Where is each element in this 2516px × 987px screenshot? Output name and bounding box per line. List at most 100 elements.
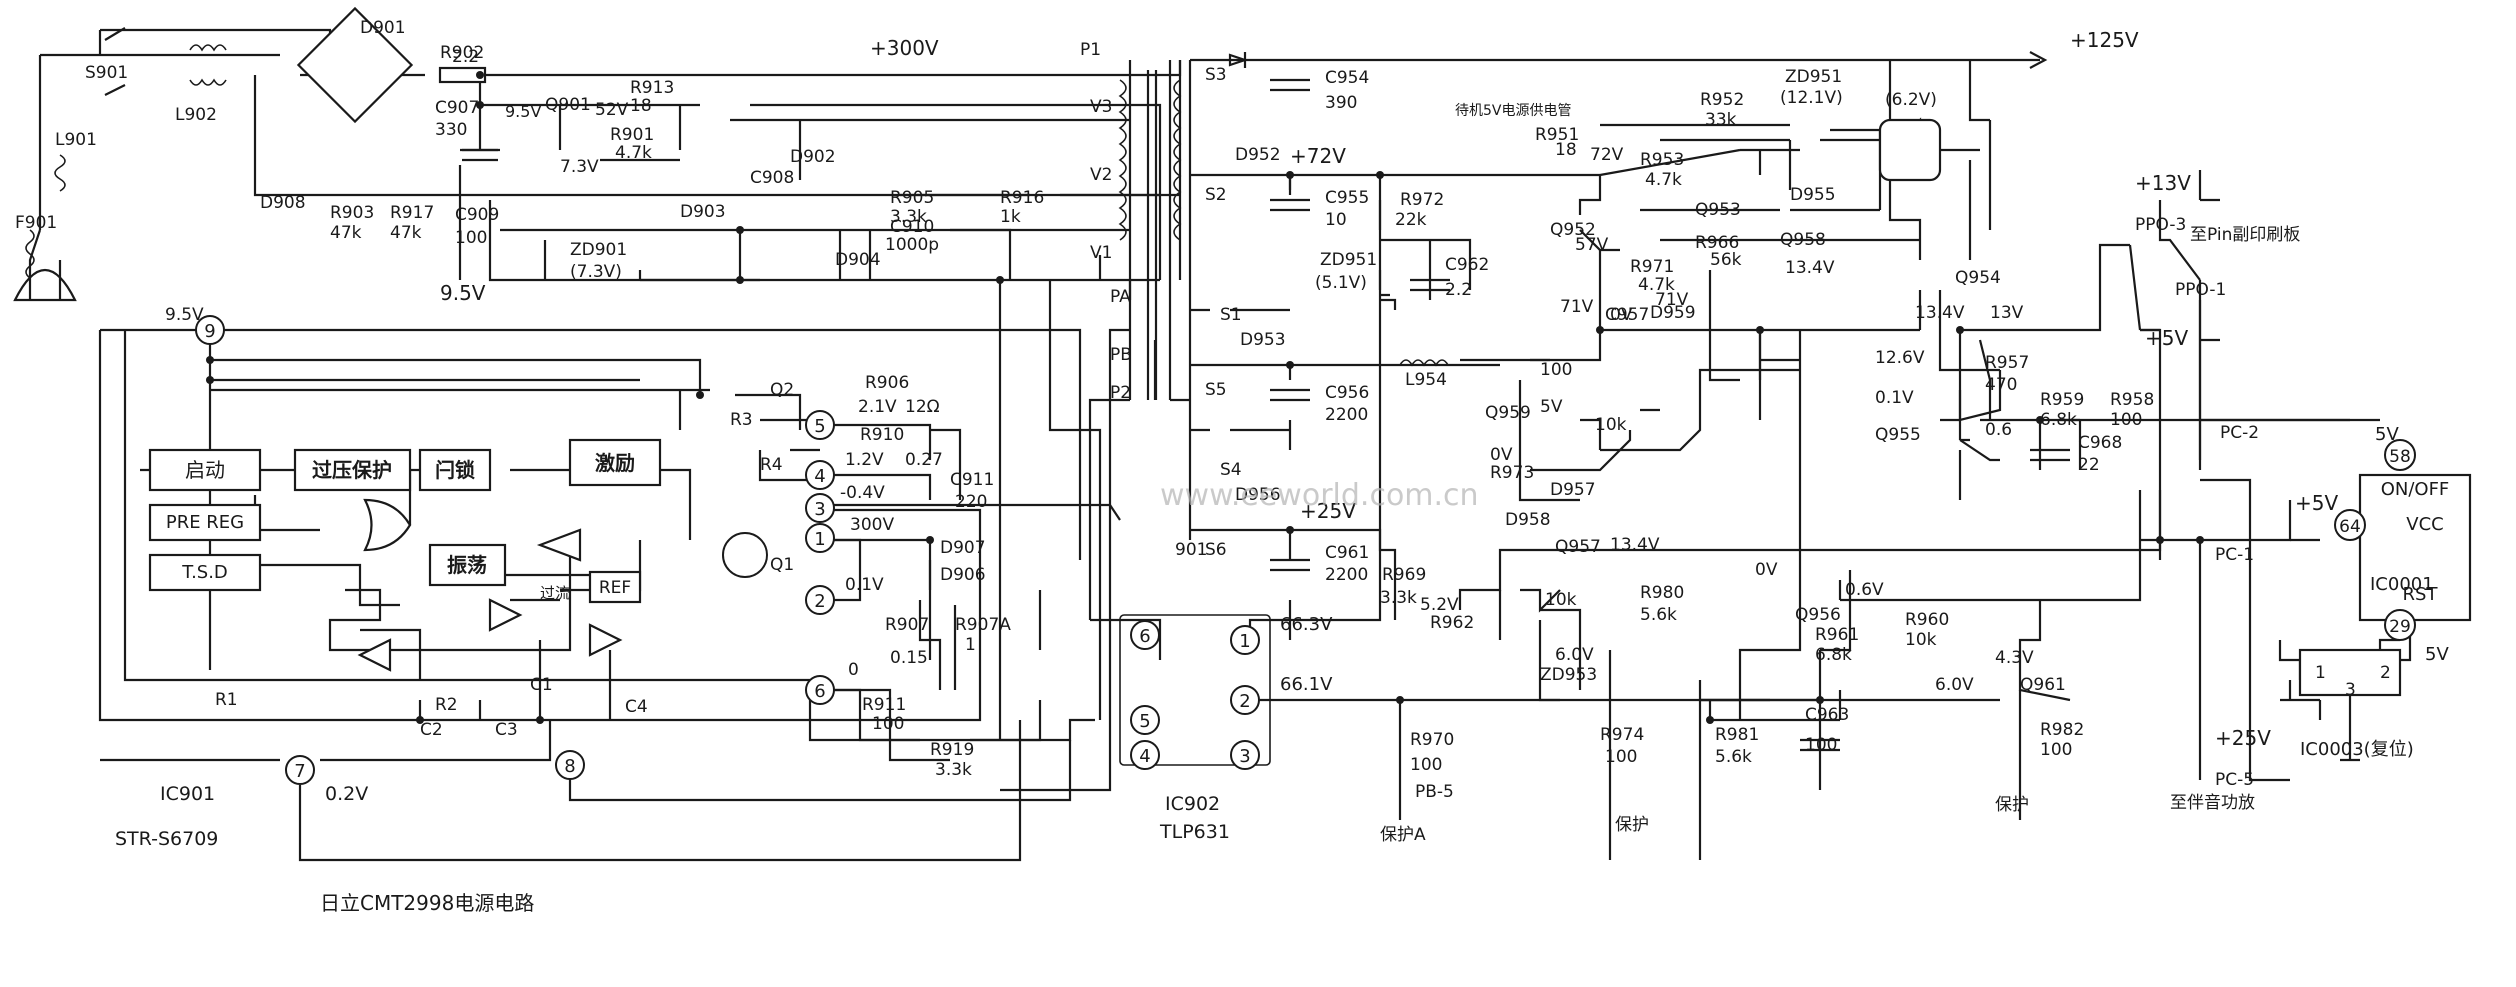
ic901-pin-3 <box>805 493 835 523</box>
ic901-pin-4 <box>805 460 835 490</box>
standby-label: (12.1V) <box>1780 88 1843 108</box>
standby-label: 57V <box>1575 235 1609 255</box>
label-13v: +13V <box>2135 171 2191 195</box>
ic0001-rst: RST <box>2403 584 2439 605</box>
right-label: 5.6k <box>1640 605 1677 625</box>
ic902-outline <box>1119 614 1271 766</box>
ic901-pin-7-label: 7 <box>294 761 305 782</box>
ic-pins: 9 5 4 3 1 2 6 7 8 6 1 5 2 4 3 ON/OFF <box>195 315 2472 785</box>
label-5v-a: +5V <box>2145 326 2188 350</box>
standby-label: 10k <box>1595 415 1627 435</box>
drive-label: 1.2V <box>845 450 884 470</box>
right-label: 13V <box>1990 303 2024 323</box>
right-label: 22 <box>2078 455 2100 475</box>
secondary-label: 2.2 <box>1445 280 1472 300</box>
right-label: R980 <box>1640 583 1684 603</box>
primary-label: 2.2 <box>452 47 479 67</box>
block-start <box>148 448 262 492</box>
choke-l902 <box>189 44 227 86</box>
block-osc <box>428 543 507 587</box>
primary-label: L902 <box>175 105 217 125</box>
rail-labels: +300V +125V +72V +25V 9.5V 9.5V 9.5V +13… <box>165 28 2449 750</box>
ic0001-pin-29-label: 29 <box>2389 617 2411 637</box>
standby-label: 4.7k <box>1645 170 1682 190</box>
standby-label: 0V <box>1490 445 1513 465</box>
right-label: 6.0V <box>1935 675 1974 695</box>
right-label: 6.8k <box>2040 410 2077 430</box>
right-label: R960 <box>1905 610 1949 630</box>
buffer-3 <box>357 638 392 672</box>
right-label: R981 <box>1715 725 1759 745</box>
fuse-f901 <box>25 229 35 279</box>
label-25v-b: +25V <box>2215 726 2271 750</box>
standby-label: 71V <box>1655 290 1689 310</box>
block-osc-label: 振荡 <box>447 553 487 577</box>
ic902-name: IC902 <box>1165 793 1220 815</box>
standby-label: 0V <box>1610 305 1633 325</box>
primary-label: D903 <box>680 202 726 222</box>
right-label: R982 <box>2040 720 2084 740</box>
ic901-part: STR-S6709 <box>115 828 218 850</box>
label-661v: 66.1V <box>1280 674 1333 695</box>
primary-label: 330 <box>435 120 467 140</box>
standby-label: ZD953 <box>1540 665 1597 685</box>
secondary-label: R969 <box>1382 565 1426 585</box>
primary-label: D904 <box>835 250 881 270</box>
ic901parts-label: C1 <box>530 675 553 695</box>
ic901-pin-3-label: 3 <box>814 499 825 520</box>
right-label: 4.3V <box>1995 648 2034 668</box>
standby-label: 13.4V <box>1785 258 1835 278</box>
label-663v: 66.3V <box>1280 614 1333 635</box>
transistor-q1 <box>722 532 768 578</box>
secondary-label: 901 <box>1175 540 1207 560</box>
primary-label: R917 <box>390 203 434 223</box>
standby-label: Q958 <box>1780 230 1826 250</box>
standby-label: 13.4V <box>1610 535 1660 555</box>
capacitor-c962 <box>1410 278 1450 292</box>
secondary-label: 3.3k <box>1380 588 1417 608</box>
standby-label: 5V <box>1540 397 1563 417</box>
block-start-label: 启动 <box>185 458 225 482</box>
drive-label: R911 <box>862 695 906 715</box>
right-label: 100 <box>1605 747 1637 767</box>
secondary-label: 22k <box>1395 210 1427 230</box>
ic901parts-label: R3 <box>730 410 753 430</box>
block-prereg <box>148 503 262 542</box>
ic901-pin-9-label: 9 <box>204 321 215 342</box>
right-label: 10k <box>1905 630 1937 650</box>
block-drive-label: 激励 <box>595 451 635 475</box>
secondary-label: D956 <box>1235 485 1281 505</box>
secondary-label: C955 <box>1325 188 1369 208</box>
secondary-label: S5 <box>1205 380 1227 400</box>
secondary-label: C954 <box>1325 68 1369 88</box>
standby-label: 100 <box>1540 360 1572 380</box>
capacitor-c961 <box>1270 558 1310 572</box>
secondary-label: S4 <box>1220 460 1242 480</box>
secondary-label: D952 <box>1235 145 1281 165</box>
right-label: PC-2 <box>2220 423 2259 443</box>
coil-l901 <box>54 154 66 192</box>
buffer-2 <box>588 623 623 657</box>
primary-label: ZD901 <box>570 240 627 260</box>
standby-label: D955 <box>1790 185 1836 205</box>
ic902-pin-4 <box>1130 740 1160 770</box>
secondary-label: C956 <box>1325 383 1369 403</box>
wiring <box>28 28 2412 862</box>
standby-label: R973 <box>1490 463 1534 483</box>
ic901-pin-2 <box>805 585 835 615</box>
ic902-pin-2-label: 2 <box>1239 691 1250 712</box>
label-25v: +25V <box>1300 499 1356 523</box>
standby-label: 18 <box>1555 140 1577 160</box>
ic901-pin7-voltage: 0.2V <box>325 783 368 805</box>
right-label: PC-5 <box>2215 770 2254 790</box>
standby-label: R953 <box>1640 150 1684 170</box>
primary-label: (7.3V) <box>570 262 622 282</box>
label-95v-a: 9.5V <box>505 102 541 121</box>
secondary-label: 390 <box>1325 93 1357 113</box>
label-95v-c: 9.5V <box>165 305 204 325</box>
comparator-1 <box>536 528 582 562</box>
right-label: Q956 <box>1795 605 1841 625</box>
